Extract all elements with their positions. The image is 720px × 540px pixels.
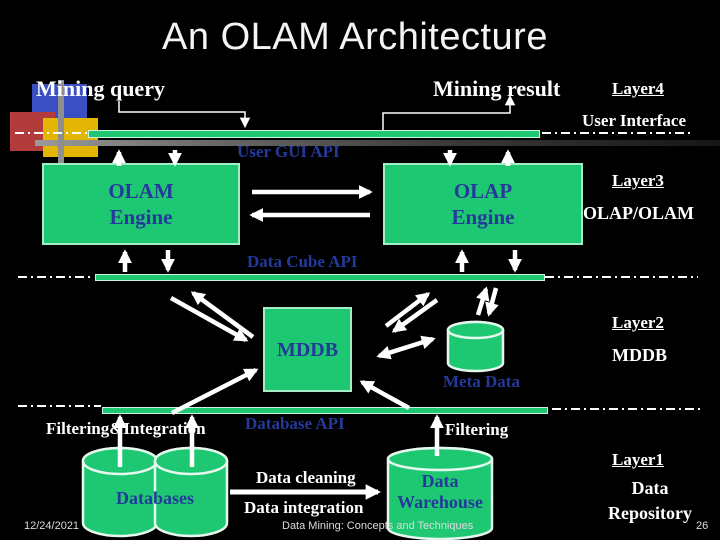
olam-engine-box: OLAM Engine [42,163,240,245]
arrow-metadata-to-bar [475,286,490,316]
mining-result-connector [382,94,516,130]
arrow-dbapi-to-mddb-right [359,380,411,410]
data-cleaning-label: Data cleaning [256,468,356,487]
arrow-bar-to-mddb [169,296,249,342]
layer2-label: Layer2 [612,313,664,332]
mining-result-label: Mining result [433,76,561,101]
gray-shadow-band [35,140,720,146]
flow-arrows [112,149,522,500]
layer1-role-line2: Repository [608,503,692,523]
footer-course: Data Mining: Concepts and Techniques [282,520,474,532]
mining-query-connector [118,101,251,129]
database-api-label: Database API [245,414,345,433]
mining-query-label: Mining query [36,76,165,101]
data-cube-api-bar [95,274,545,281]
data-warehouse-line1: Data [421,471,459,491]
filtering-integration-label: Filtering&Integration [46,419,206,438]
arrow-bar-to-mddb-right [391,298,439,333]
layer3-role-label: OLAP/OLAM [583,203,694,223]
meta-data-cylinder-top [446,320,505,340]
layer4-role-label: User Interface [582,111,687,130]
olam-engine-label-line1: OLAM [108,179,174,203]
arrow-dbapi-to-mddb [170,367,259,416]
footer-page-number: 26 [696,520,709,532]
data-warehouse-cylinder-top [386,446,494,472]
data-integration-label: Data integration [244,498,364,517]
layer-divider-dashes [15,132,700,410]
olam-engine-label-line2: Engine [109,205,173,229]
data-warehouse-line2: Warehouse [397,492,483,512]
filtering-label: Filtering [445,420,509,439]
mddb-box-label: MDDB [276,338,339,361]
olap-engine-label-line1: OLAP [453,179,513,203]
layer3-label: Layer3 [612,171,664,190]
layer1-role-label: Data Repository [595,476,705,526]
meta-data-label: Meta Data [443,372,520,391]
query-result-connectors [118,94,516,130]
database-cylinders [81,320,505,540]
arrow-mddb-metadata-both [376,335,436,360]
footer-date: 12/24/2021 [24,520,80,532]
layer1-role-line1: Data [631,478,669,498]
logo-gray-bar [58,80,64,168]
databases-label: Databases [115,488,194,508]
olap-engine-label-line2: Engine [451,205,515,229]
layer1-label: Layer1 [612,450,664,469]
user-gui-api-label: User GUI API [237,142,340,161]
olap-engine-box: OLAP Engine [383,163,583,245]
data-cube-api-label: Data Cube API [247,252,358,271]
arrow-bar-to-metadata [485,287,499,317]
slide-title: An OLAM Architecture [162,16,548,58]
data-warehouse-label: Data Warehouse [388,471,492,513]
database-api-bar [102,407,548,414]
layer2-role-label: MDDB [612,345,667,365]
user-gui-api-bar [88,130,540,138]
layer4-label: Layer4 [612,79,664,98]
mddb-box: MDDB [263,307,352,392]
